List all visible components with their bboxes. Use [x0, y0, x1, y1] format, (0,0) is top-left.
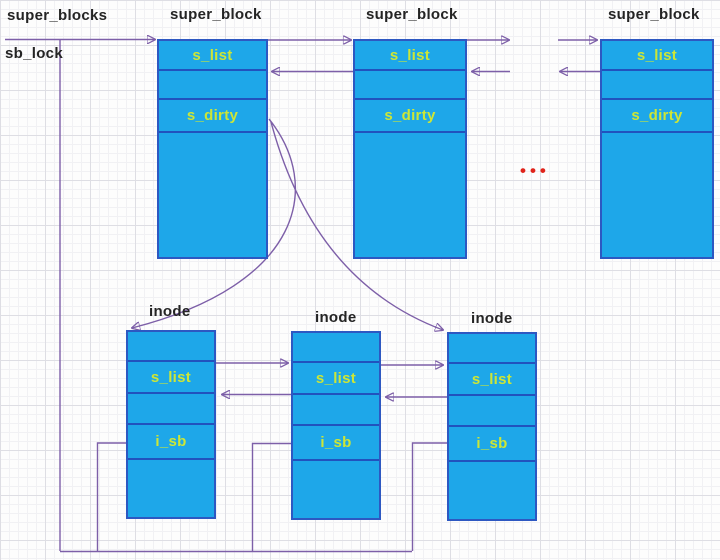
superblock2-body-field [355, 133, 465, 257]
inode3-box: s_list i_sb [447, 332, 537, 521]
inode3-body-field [449, 462, 535, 519]
superblock1-box: s_list s_dirty [157, 39, 268, 259]
inode3-isb-pointer-line [411, 442, 447, 551]
inode2-isb-pointer-line [251, 442, 291, 551]
inode1-label: inode [149, 303, 191, 320]
superblock1-blank-field [159, 71, 266, 100]
inode2-isb-field: i_sb [293, 426, 379, 461]
superblock3-sdirty-field: s_dirty [602, 100, 712, 133]
inode2-slist-field: s_list [293, 363, 379, 395]
superblocks-list-label: super_blocks [7, 7, 108, 24]
inode2-label: inode [315, 309, 357, 326]
inode3-slist-field: s_list [449, 364, 535, 396]
inode2-blank-top-field [293, 333, 379, 363]
superblock2-slist-field: s_list [355, 41, 465, 71]
list-continues-ellipsis: ••• [520, 161, 550, 180]
inode2-blank-mid-field [293, 395, 379, 426]
inode1-isb-field: i_sb [128, 425, 214, 460]
inode1-isb-pointer-line [96, 442, 126, 551]
superblock1-label: super_block [170, 6, 262, 23]
superblock1-body-field [159, 133, 266, 257]
inode3-blank-top-field [449, 334, 535, 364]
inode3-blank-mid-field [449, 396, 535, 427]
superblock3-slist-field: s_list [602, 41, 712, 71]
superblock3-blank-field [602, 71, 712, 100]
superblock3-body-field [602, 133, 712, 257]
inode3-label: inode [471, 310, 513, 327]
inode1-body-field [128, 460, 214, 517]
superblock2-blank-field [355, 71, 465, 100]
inode1-slist-field: s_list [128, 362, 214, 394]
inode2-body-field [293, 461, 379, 518]
inode1-blank-top-field [128, 332, 214, 362]
inode3-isb-field: i_sb [449, 427, 535, 462]
inode1-box: s_list i_sb [126, 330, 216, 519]
superblock2-box: s_list s_dirty [353, 39, 467, 259]
superblock3-box: s_list s_dirty [600, 39, 714, 259]
superblock2-label: super_block [366, 6, 458, 23]
inode2-box: s_list i_sb [291, 331, 381, 520]
superblock1-slist-field: s_list [159, 41, 266, 71]
superblock2-sdirty-field: s_dirty [355, 100, 465, 133]
sb-lock-label: sb_lock [5, 45, 63, 62]
superblock1-sdirty-field: s_dirty [159, 100, 266, 133]
inode1-blank-mid-field [128, 394, 214, 425]
superblock3-label: super_block [608, 6, 700, 23]
